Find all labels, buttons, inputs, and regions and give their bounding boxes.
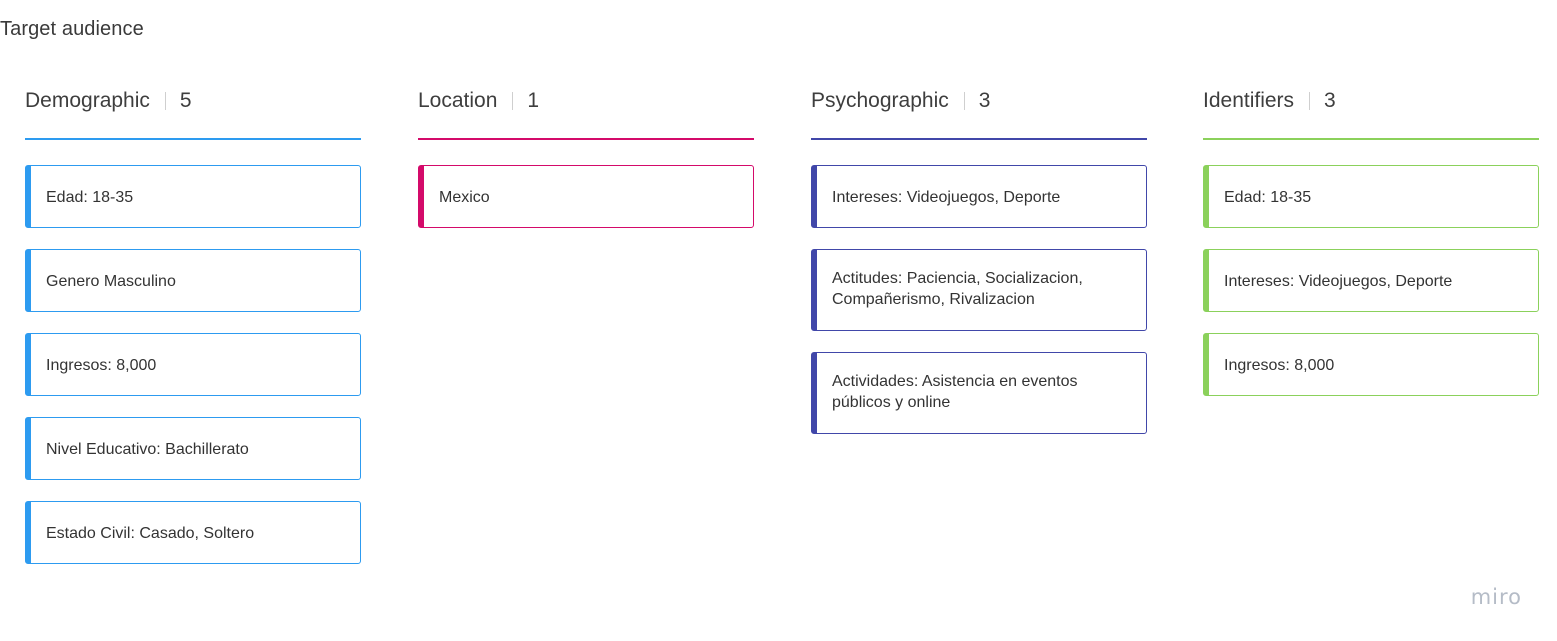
card-text: Intereses: Videojuegos, Deporte <box>1224 272 1453 290</box>
audience-card[interactable]: Intereses: Videojuegos, Deporte <box>811 165 1147 228</box>
card-text: Ingresos: 8,000 <box>1224 356 1335 374</box>
column-header-divider <box>1309 92 1311 110</box>
card-list: Mexico <box>418 165 754 228</box>
card-text: Ingresos: 8,000 <box>46 356 157 374</box>
card-text: Nivel Educativo: Bachillerato <box>46 440 249 458</box>
column-count: 3 <box>978 89 991 112</box>
card-list: Edad: 18-35 Intereses: Videojuegos, Depo… <box>1203 165 1539 396</box>
column-count: 5 <box>179 89 192 112</box>
column-color-rule <box>1203 138 1539 140</box>
card-list: Intereses: Videojuegos, Deporte Actitude… <box>811 165 1147 434</box>
column-count: 1 <box>527 89 540 112</box>
column-location: Location 1 Mexico <box>418 84 754 249</box>
card-text: Intereses: Videojuegos, Deporte <box>832 188 1061 206</box>
audience-card[interactable]: Estado Civil: Casado, Soltero <box>25 501 361 564</box>
column-identifiers: Identifiers 3 Edad: 18-35 Intereses: Vid… <box>1203 84 1539 417</box>
column-demographic: Demographic 5 Edad: 18-35 Genero Masculi… <box>25 84 361 585</box>
audience-card[interactable]: Nivel Educativo: Bachillerato <box>25 417 361 480</box>
column-title[interactable]: Identifiers <box>1203 89 1295 112</box>
column-title[interactable]: Location <box>418 89 498 112</box>
card-text: Mexico <box>439 188 490 206</box>
column-header-divider <box>963 92 965 110</box>
column-color-rule <box>811 138 1147 140</box>
column-color-rule <box>25 138 361 140</box>
column-title[interactable]: Psychographic <box>811 89 949 112</box>
audience-card[interactable]: Actividades: Asistencia en eventos públi… <box>811 352 1147 434</box>
audience-card[interactable]: Actitudes: Paciencia, Socializacion, Com… <box>811 249 1147 331</box>
column-header: Psychographic 3 <box>811 84 1147 118</box>
audience-card[interactable]: Intereses: Videojuegos, Deporte <box>1203 249 1539 312</box>
board-title: Target audience <box>0 18 144 40</box>
card-text: Edad: 18-35 <box>46 188 134 206</box>
card-list: Edad: 18-35 Genero Masculino Ingresos: 8… <box>25 165 361 564</box>
audience-card[interactable]: Edad: 18-35 <box>25 165 361 228</box>
audience-card[interactable]: Ingresos: 8,000 <box>1203 333 1539 396</box>
card-text: Estado Civil: Casado, Soltero <box>46 524 255 542</box>
miro-logo: miro <box>1470 585 1522 609</box>
column-header: Identifiers 3 <box>1203 84 1539 118</box>
audience-card[interactable]: Edad: 18-35 <box>1203 165 1539 228</box>
column-header-divider <box>164 92 166 110</box>
card-text: Actividades: Asistencia en eventos públi… <box>832 373 1078 411</box>
column-title[interactable]: Demographic <box>25 89 150 112</box>
column-psychographic: Psychographic 3 Intereses: Videojuegos, … <box>811 84 1147 455</box>
audience-card[interactable]: Genero Masculino <box>25 249 361 312</box>
card-text: Edad: 18-35 <box>1224 188 1312 206</box>
column-color-rule <box>418 138 754 140</box>
column-header: Location 1 <box>418 84 754 118</box>
card-text: Actitudes: Paciencia, Socializacion, Com… <box>832 270 1083 308</box>
audience-card[interactable]: Ingresos: 8,000 <box>25 333 361 396</box>
column-header-divider <box>512 92 514 110</box>
column-count: 3 <box>1324 89 1336 112</box>
column-header: Demographic 5 <box>25 84 361 118</box>
audience-card[interactable]: Mexico <box>418 165 754 228</box>
card-text: Genero Masculino <box>46 272 176 290</box>
